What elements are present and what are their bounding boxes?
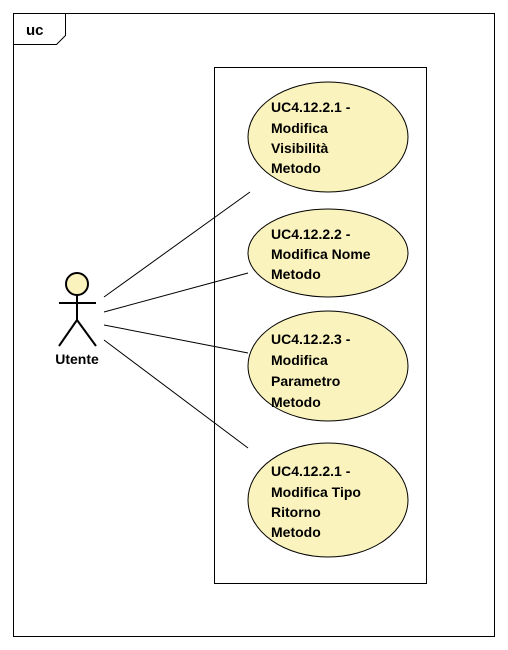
use-case-ellipse [247, 208, 409, 298]
use-case-2[interactable]: UC4.12.2.2 - Modifica Nome Metodo [247, 208, 409, 298]
use-case-label: UC4.12.2.3 - Modifica Parametro Metodo [271, 331, 354, 410]
actor-right-leg [76, 319, 97, 347]
use-case-line: Modifica [271, 120, 328, 136]
use-case-1[interactable]: UC4.12.2.1 - Modifica Visibilità Metodo [247, 81, 409, 193]
use-case-line: Metodo [271, 394, 321, 410]
use-case-label: UC4.12.2.1 - Modifica Visibilità Metodo [271, 99, 354, 176]
use-case-ellipse [247, 442, 409, 558]
use-case-line: UC4.12.2.3 - [271, 331, 351, 347]
use-case-label: UC4.12.2.2 - Modifica Nome Metodo [271, 226, 374, 282]
actor-utente[interactable]: Utente [55, 272, 99, 367]
use-case-ellipse [247, 310, 409, 422]
association-line [103, 339, 249, 449]
actor-head [65, 272, 89, 296]
use-case-line: Metodo [271, 524, 321, 540]
use-case-line: Modifica Nome [271, 246, 371, 262]
use-case-line: Modifica [271, 352, 328, 368]
associations [103, 191, 251, 449]
use-case-3[interactable]: UC4.12.2.3 - Modifica Parametro Metodo [247, 310, 409, 422]
association-line [103, 324, 249, 354]
association-line [103, 191, 251, 298]
use-case-line: UC4.12.2.1 - [271, 463, 351, 479]
use-case-ellipse [247, 81, 409, 193]
use-case-label: UC4.12.2.1 - Modifica Tipo Ritorno Metod… [271, 463, 365, 540]
stick-figure-icon [58, 272, 97, 347]
use-case-line: Visibilità [271, 140, 329, 156]
use-case-line: UC4.12.2.1 - [271, 99, 351, 115]
use-case-line: UC4.12.2.2 - [271, 226, 351, 242]
use-case-4[interactable]: UC4.12.2.1 - Modifica Tipo Ritorno Metod… [247, 442, 409, 558]
use-case-line: Metodo [271, 266, 321, 282]
frame-label-tab [13, 13, 66, 45]
use-case-line: Parametro [271, 373, 340, 389]
use-case-line: Ritorno [271, 504, 321, 520]
use-case-line: Metodo [271, 160, 321, 176]
association-line [103, 272, 249, 313]
actor-name: Utente [55, 351, 99, 367]
frame-label: uc [26, 22, 44, 39]
actor-left-leg [58, 319, 78, 347]
use-case-line: Modifica Tipo [271, 484, 361, 500]
